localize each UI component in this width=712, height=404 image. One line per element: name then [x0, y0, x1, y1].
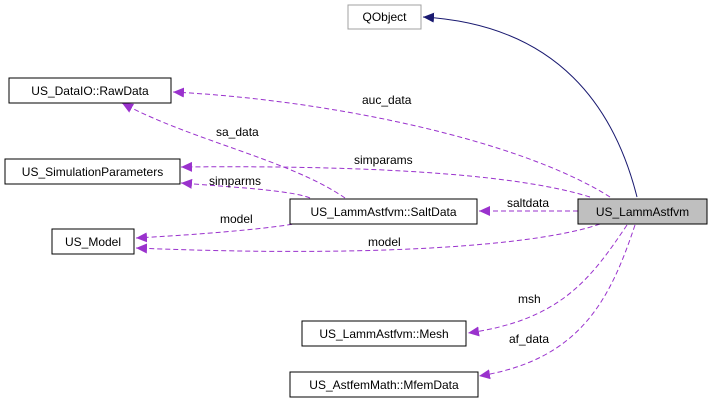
edge-af-data — [478, 224, 636, 380]
svg-text:US_LammAstfvm: US_LammAstfvm — [596, 205, 689, 219]
edge-label-simparams: simparams — [354, 153, 413, 167]
node-lammastfvm[interactable]: US_LammAstfvm — [577, 198, 708, 225]
svg-text:QObject: QObject — [362, 10, 407, 24]
edge-model-main — [135, 223, 601, 254]
node-mesh[interactable]: US_LammAstfvm::Mesh — [301, 320, 467, 347]
node-qobject[interactable]: QObject — [347, 4, 422, 30]
svg-text:US_DataIO::RawData: US_DataIO::RawData — [31, 84, 149, 98]
edge-msh — [467, 224, 628, 337]
node-rawdata[interactable]: US_DataIO::RawData — [8, 77, 172, 104]
edge-model-salt — [135, 222, 301, 243]
edge-label-sa-data: sa_data — [216, 125, 259, 139]
node-mfemdata[interactable]: US_AstfemMath::MfemData — [289, 371, 479, 398]
node-simulation-parameters[interactable]: US_SimulationParameters — [4, 158, 181, 185]
edge-label-model-main: model — [368, 235, 401, 249]
edge-label-auc-data: auc_data — [362, 93, 412, 107]
edge-sa-data — [121, 102, 346, 199]
edge-simparms-salt — [180, 178, 311, 199]
svg-text:US_Model: US_Model — [65, 235, 121, 249]
edge-auc-data — [172, 87, 611, 198]
svg-text:US_LammAstfvm::Mesh: US_LammAstfvm::Mesh — [319, 327, 448, 341]
svg-text:US_AstfemMath::MfemData: US_AstfemMath::MfemData — [309, 378, 459, 392]
node-model[interactable]: US_Model — [51, 228, 135, 255]
edge-label-simparms: simparms — [209, 174, 261, 188]
edge-label-af-data: af_data — [509, 332, 549, 346]
edge-label-model-salt: model — [220, 212, 253, 226]
svg-text:US_SimulationParameters: US_SimulationParameters — [22, 165, 163, 179]
edge-simparams-main — [180, 161, 591, 198]
svg-text:US_LammAstfvm::SaltData: US_LammAstfvm::SaltData — [310, 205, 456, 219]
node-saltdata[interactable]: US_LammAstfvm::SaltData — [289, 198, 478, 225]
edge-label-saltdata: saltdata — [507, 196, 549, 210]
edge-label-msh: msh — [518, 292, 541, 306]
edge-inheritance-qobject — [422, 12, 638, 198]
